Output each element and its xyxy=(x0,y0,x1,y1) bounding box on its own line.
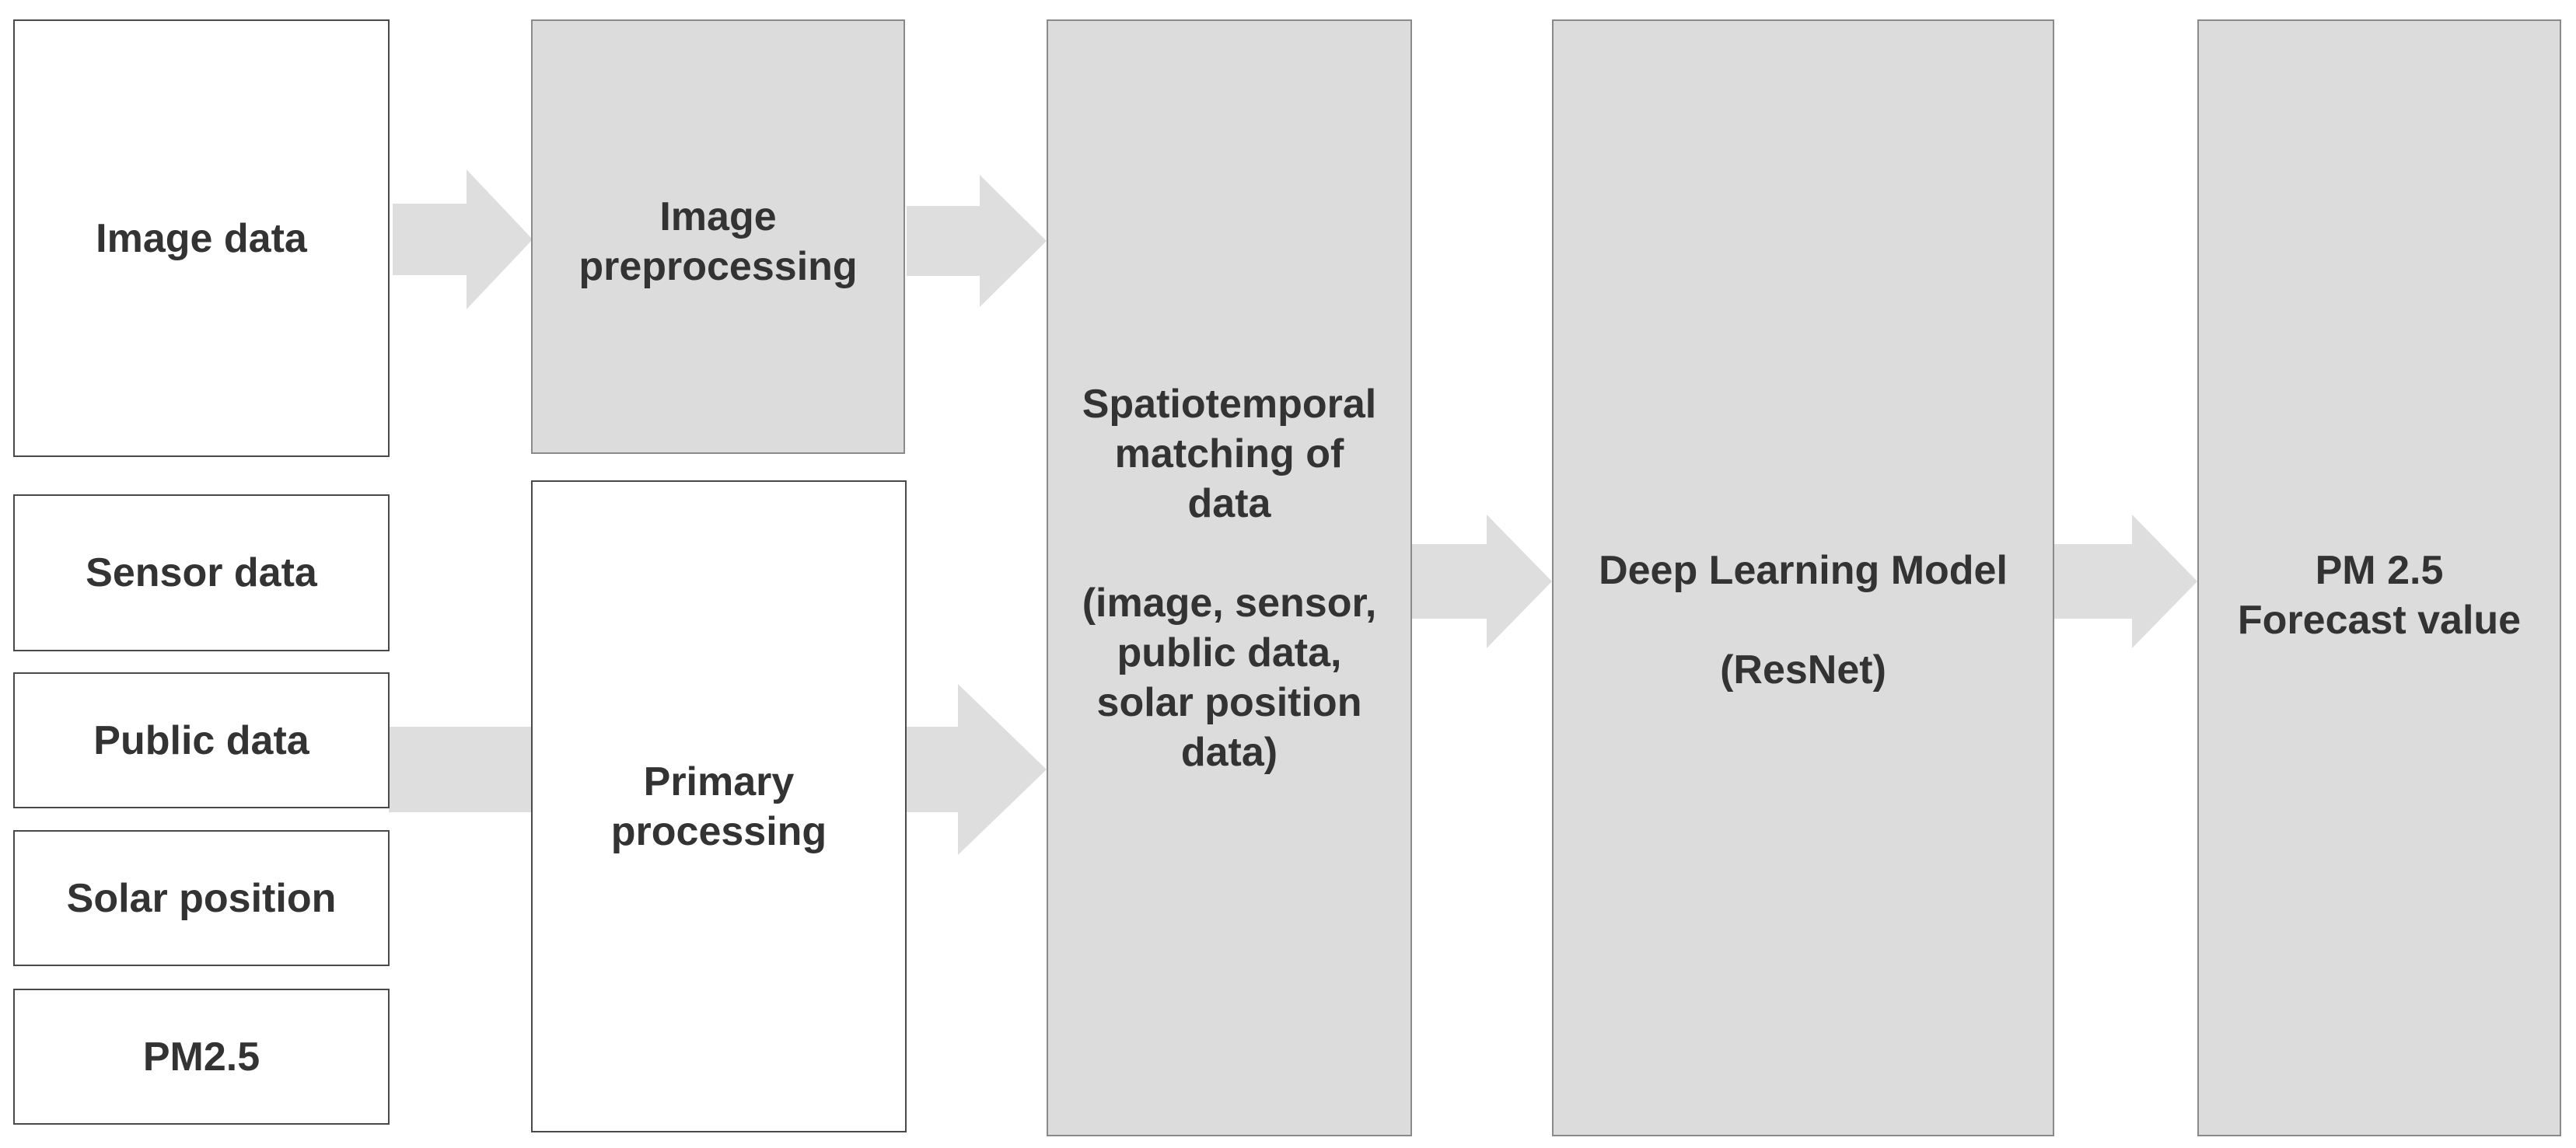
pm25-forecast-box: PM 2.5 Forecast value xyxy=(2197,19,2561,1136)
input-image-data: Image data xyxy=(13,19,390,457)
spatiotemporal-matching-box: Spatiotemporal matching of data (image, … xyxy=(1047,19,1412,1136)
input-public-data-label: Public data xyxy=(93,717,309,763)
arrow-matching-to-model xyxy=(1412,515,1552,648)
input-sensor-data-label: Sensor data xyxy=(86,550,317,595)
input-public-data: Public data xyxy=(13,672,390,808)
pm25-forecast-label: PM 2.5 Forecast value xyxy=(2237,548,2522,643)
arrow-primary-to-matching xyxy=(907,684,1047,855)
input-sensor-data: Sensor data xyxy=(13,494,390,651)
input-pm25-label: PM2.5 xyxy=(142,1034,260,1080)
arrow-image-to-preprocessing xyxy=(393,169,533,309)
input-pm25: PM2.5 xyxy=(13,989,390,1125)
deep-learning-model-label: Deep Learning Model (ResNet) xyxy=(1599,548,2008,693)
spatiotemporal-matching-label: Spatiotemporal matching of data (image, … xyxy=(1082,381,1377,775)
arrow-model-to-output xyxy=(2054,515,2197,648)
image-preprocessing-box: Image preprocessing xyxy=(531,19,905,454)
deep-learning-model-box: Deep Learning Model (ResNet) xyxy=(1552,19,2054,1136)
input-solar-position-label: Solar position xyxy=(66,875,337,921)
arrow-preprocessing-to-matching xyxy=(907,175,1047,307)
arrow-inputs-to-primary xyxy=(389,727,533,812)
primary-processing-box: Primary processing xyxy=(531,480,907,1132)
image-preprocessing-label: Image preprocessing xyxy=(578,194,858,289)
input-image-data-label: Image data xyxy=(96,215,307,261)
input-solar-position: Solar position xyxy=(13,830,390,966)
primary-processing-label: Primary processing xyxy=(610,759,827,854)
